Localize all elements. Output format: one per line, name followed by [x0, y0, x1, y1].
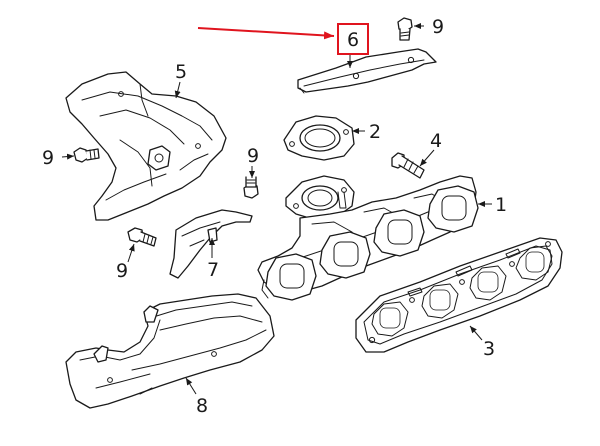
leader-part-9-lower [127, 243, 135, 263]
leader-part-9-left [61, 153, 75, 160]
manifold-port-3 [373, 209, 425, 257]
part-1-exhaust-manifold [257, 175, 479, 301]
part-9-bolt-left [73, 147, 100, 163]
gasket-port-1 [371, 301, 409, 337]
callout-part-9-lower: 9 [116, 260, 128, 282]
gasket-port-4 [515, 245, 553, 281]
callout-labels: 6 9 5 2 4 9 9 1 7 9 3 8 [42, 16, 507, 417]
callout-part-4: 4 [430, 130, 442, 152]
part-2-gasket [283, 115, 355, 161]
leader-part-8 [185, 377, 197, 395]
part-4-stud [391, 152, 425, 179]
callout-part-7: 7 [207, 259, 219, 281]
callout-part-9-left: 9 [42, 147, 54, 169]
gasket-port-3 [469, 265, 507, 301]
callout-part-9-top: 9 [432, 16, 444, 38]
highlight-box [337, 23, 369, 55]
part-9-bolt-lower [127, 227, 157, 247]
part-6-heat-shield-bracket [297, 48, 437, 94]
callout-part-5: 5 [175, 61, 187, 83]
callout-part-3: 3 [483, 338, 495, 360]
leader-part-4 [419, 149, 435, 167]
callout-part-2: 2 [369, 121, 381, 143]
part-8-lower-heat-shield [65, 293, 275, 409]
highlight-arrow [197, 27, 335, 40]
callout-part-6: 6 [347, 29, 359, 51]
part-5-left-heat-shield [65, 71, 227, 221]
highlight-part-6 [197, 23, 369, 55]
manifold-port-2 [319, 231, 371, 279]
leader-part-5 [174, 81, 181, 99]
part-9-bolt-middle [243, 176, 259, 199]
manifold-port-1 [265, 253, 317, 301]
part-3-manifold-gasket [355, 237, 563, 353]
part-9-bolt-top [397, 17, 413, 41]
callout-part-1: 1 [495, 194, 507, 216]
leader-lines [61, 23, 492, 395]
leader-part-3 [469, 325, 483, 341]
callout-part-8: 8 [196, 395, 208, 417]
gasket-port-2 [421, 283, 459, 319]
callout-part-9-middle: 9 [247, 145, 259, 167]
manifold-port-4 [427, 185, 479, 233]
